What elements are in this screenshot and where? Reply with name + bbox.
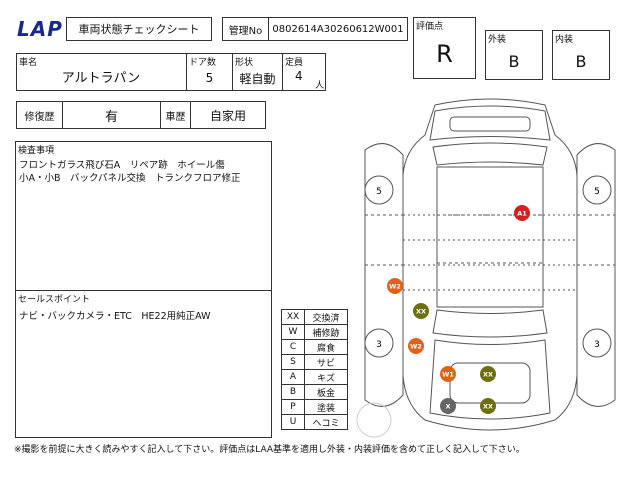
sales-label: セールスポイント xyxy=(18,295,91,305)
legend-code: U xyxy=(281,414,305,430)
damage-mark: XX xyxy=(480,398,496,414)
tire-front-right: 5 xyxy=(582,175,612,205)
damage-mark: W2 xyxy=(408,338,424,354)
capacity-label: 定員 xyxy=(285,58,304,68)
exterior-label: 外装 xyxy=(488,35,507,45)
score-box: 評価点 R xyxy=(413,17,476,79)
blank-circle-stamp xyxy=(356,402,392,438)
legend-code: W xyxy=(281,324,305,340)
damage-mark: XX xyxy=(413,303,429,319)
interior-value: B xyxy=(575,51,587,71)
svg-text:3: 3 xyxy=(376,340,382,350)
car-name-label: 車名 xyxy=(19,58,38,68)
tire-rear-left: 3 xyxy=(364,328,394,358)
damage-mark: XX xyxy=(480,366,496,382)
damage-mark-label: W2 xyxy=(389,283,401,291)
legend-code: S xyxy=(281,354,305,370)
interior-label: 内装 xyxy=(555,35,574,45)
doors-label: ドア数 xyxy=(189,58,217,68)
inspection-label: 検査事項 xyxy=(18,146,55,156)
capacity-value: 4 xyxy=(295,69,303,83)
legend-code: A xyxy=(281,369,305,385)
score-label: 評価点 xyxy=(416,22,444,32)
svg-text:5: 5 xyxy=(594,187,600,197)
legend-meaning: キズ xyxy=(304,369,348,385)
vehicle-row: 車名 アルトラパン ドア数 5 形状 軽自動 定員 4 人 xyxy=(16,53,326,91)
score-value: R xyxy=(436,40,453,68)
usage-label-cell: 車歴 xyxy=(161,102,191,128)
sales-text: ナビ・バックカメラ・ETC HE22用純正AW xyxy=(19,311,211,322)
legend-meaning: ヘコミ xyxy=(304,414,348,430)
svg-text:5: 5 xyxy=(376,187,382,197)
inspection-box: 検査事項 フロントガラス飛び石A リペア跡 ホイール傷 小A・小B バックパネル… xyxy=(15,141,272,291)
damage-mark-label: XX xyxy=(416,308,426,316)
interior-box: 内装 B xyxy=(552,30,610,80)
doors-wrap: 5 xyxy=(187,66,232,90)
legend-meaning: 交換済 xyxy=(304,309,348,325)
shape-wrap: 軽自動 xyxy=(233,66,282,90)
usage-value-cell: 自家用 xyxy=(209,108,246,123)
car-name: アルトラパン xyxy=(61,70,141,86)
inspection-line-2: 小A・小B バックパネル交換 トランクフロア修正 xyxy=(19,173,241,184)
exterior-box: 外装 B xyxy=(485,30,543,80)
legend-code: P xyxy=(281,399,305,415)
damage-mark: A1 xyxy=(514,205,530,221)
legend-meaning: 板金 xyxy=(304,384,348,400)
management-number: 管理No 0802614A30260612W001 xyxy=(222,17,408,41)
damage-mark: W1 xyxy=(440,366,456,382)
shape-value: 軽自動 xyxy=(239,71,276,86)
damage-mark-label: W2 xyxy=(410,343,422,351)
legend-meaning: 腐食 xyxy=(304,339,348,355)
exterior-value: B xyxy=(508,51,520,71)
capacity-cell: 定員 4 人 xyxy=(283,54,325,91)
sheet-title: 車両状態チェックシート xyxy=(66,17,212,41)
shape-label: 形状 xyxy=(235,58,254,68)
doors-cell: ドア数 5 xyxy=(187,54,233,90)
damage-mark-label: X xyxy=(445,403,450,411)
legend-meaning: サビ xyxy=(304,354,348,370)
history-row: 修復歴 有 車歴 自家用 xyxy=(16,101,266,129)
legend-meaning: 補修跡 xyxy=(304,324,348,340)
sales-box: セールスポイント ナビ・バックカメラ・ETC HE22用純正AW xyxy=(15,290,272,438)
damage-mark-label: A1 xyxy=(517,210,527,218)
legend-code: C xyxy=(281,339,305,355)
logo: LAP xyxy=(17,17,67,41)
legend-code: B xyxy=(281,384,305,400)
damage-mark: X xyxy=(440,398,456,414)
car-name-wrap: アルトラパン xyxy=(17,62,185,90)
doors-value: 5 xyxy=(205,71,214,85)
footer-note: ※撮影を前提に大きく読みやすく記入して下さい。評価点はLAA基準を適用し外装・内… xyxy=(14,445,525,455)
legend-code: XX xyxy=(281,309,305,325)
svg-text:3: 3 xyxy=(594,340,600,350)
damage-mark-label: W1 xyxy=(442,371,454,379)
damage-mark-label: XX xyxy=(483,403,493,411)
shape-cell: 形状 軽自動 xyxy=(233,54,283,90)
logo-text: LAP xyxy=(17,17,63,41)
mgmt-value: 0802614A30260612W001 xyxy=(272,23,404,35)
repair-value-cell: 有 xyxy=(63,102,161,128)
tire-rear-right: 3 xyxy=(582,328,612,358)
capacity-unit: 人 xyxy=(315,81,325,91)
repair-label-cell: 修復歴 xyxy=(17,102,63,128)
damage-mark: W2 xyxy=(387,278,403,294)
mgmt-label: 管理No xyxy=(223,18,269,40)
tire-front-left: 5 xyxy=(364,175,394,205)
inspection-line-1: フロントガラス飛び石A リペア跡 ホイール傷 xyxy=(19,160,225,171)
legend-meaning: 塗装 xyxy=(304,399,348,415)
damage-mark-label: XX xyxy=(483,371,493,379)
car-name-cell: 車名 アルトラパン xyxy=(17,54,187,90)
